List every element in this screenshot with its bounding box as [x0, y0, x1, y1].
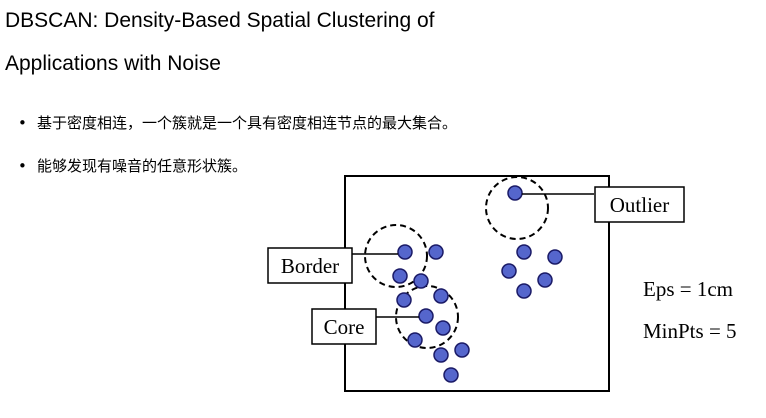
- border-label: Border: [281, 254, 339, 278]
- outlier-label: Outlier: [610, 193, 669, 217]
- point: [433, 347, 449, 363]
- bullet-text: 能够发现有噪音的任意形状簇。: [37, 157, 248, 175]
- point: [392, 268, 408, 284]
- eps-parameter: Eps = 1cm: [643, 277, 733, 301]
- point: [407, 332, 423, 348]
- point: [537, 272, 553, 288]
- bullet-marker: •: [18, 157, 27, 175]
- point-outlier: [507, 185, 523, 201]
- eps-circle-border: [364, 224, 428, 288]
- bullet-text: 基于密度相连，一个簇就是一个具有密度相连节点的最大集合。: [37, 114, 458, 132]
- title-line-2: Applications with Noise: [5, 52, 221, 75]
- point: [454, 342, 470, 358]
- point: [397, 244, 413, 260]
- border-label-box: [267, 247, 353, 284]
- core-label-box: [311, 308, 377, 345]
- point: [418, 308, 434, 324]
- data-points: [392, 185, 563, 383]
- outlier-label-box: [594, 186, 685, 223]
- eps-circle-outlier: [485, 176, 549, 240]
- point: [433, 288, 449, 304]
- point: [501, 263, 517, 279]
- point: [396, 292, 412, 308]
- eps-circle-core: [395, 285, 459, 349]
- point: [413, 273, 429, 289]
- point: [547, 249, 563, 265]
- diagram-frame: [344, 175, 610, 392]
- title-line-1: DBSCAN: Density-Based Spatial Clustering…: [5, 9, 435, 32]
- point: [443, 367, 459, 383]
- core-label: Core: [324, 315, 365, 339]
- bullet-marker: •: [18, 114, 27, 132]
- point: [435, 320, 451, 336]
- point: [428, 244, 444, 260]
- minpts-parameter: MinPts = 5: [643, 319, 737, 343]
- point: [516, 244, 532, 260]
- point: [516, 283, 532, 299]
